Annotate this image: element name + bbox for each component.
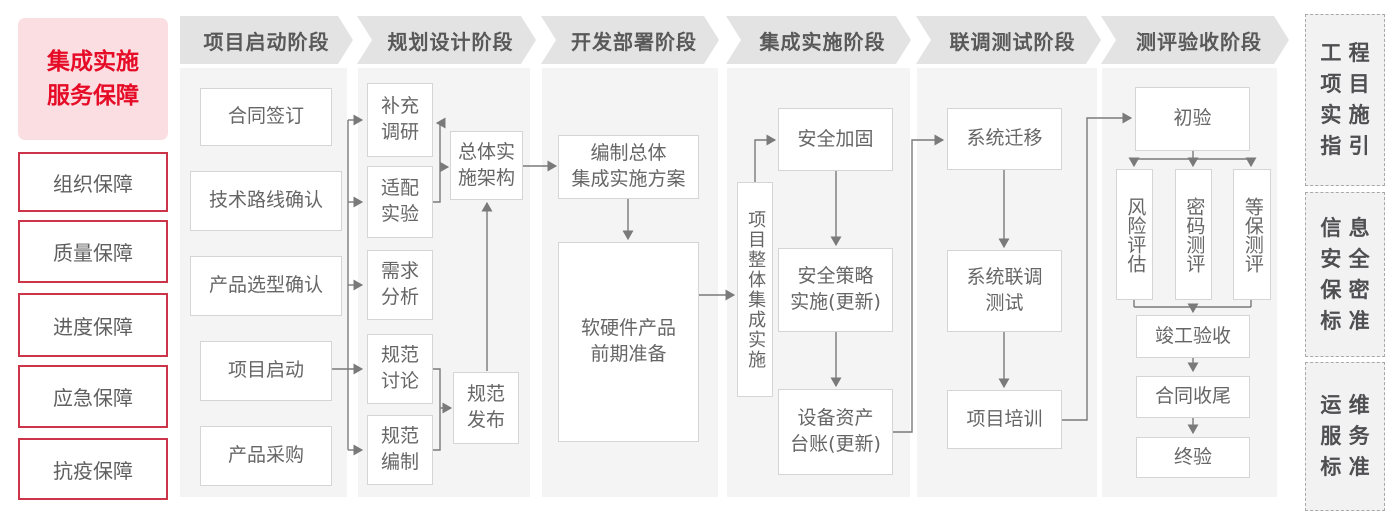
phase-banner-development-deployment: 开发部署阶段 bbox=[541, 16, 719, 64]
sidebar-item-quality-guarantee: 质量保障 bbox=[18, 220, 168, 283]
flow-node-security-hardening: 安全加固 bbox=[778, 108, 893, 171]
card-project-implementation-guide: 工 程 项 目 实 施 指 引 bbox=[1305, 14, 1385, 186]
flow-node-spec-release: 规范 发布 bbox=[453, 372, 519, 444]
sidebar-item-organization-guarantee: 组织保障 bbox=[18, 152, 168, 212]
flow-node-contract-signing: 合同签订 bbox=[200, 88, 332, 146]
flow-node-security-policy: 安全策略 实施(更新) bbox=[778, 248, 893, 332]
flow-node-hw-sw-preparation: 软硬件产品 前期准备 bbox=[558, 242, 699, 442]
card-infosec-confidentiality-standard: 信 息 安 全 保 密 标 准 bbox=[1305, 192, 1385, 357]
flow-node-final-acceptance: 终验 bbox=[1136, 437, 1250, 478]
phase-banner-project-initiation: 项目启动阶段 bbox=[180, 16, 353, 64]
sidebar-item-schedule-guarantee: 进度保障 bbox=[18, 293, 168, 357]
sidebar-item-epidemic-guarantee: 抗疫保障 bbox=[18, 438, 168, 500]
flow-node-adaptation-test: 适配 实验 bbox=[367, 166, 433, 238]
flow-node-supplementary-research: 补充 调研 bbox=[367, 83, 433, 157]
flow-node-spec-discussion: 规范 讨论 bbox=[367, 334, 433, 404]
flow-node-project-training: 项目培训 bbox=[947, 390, 1062, 449]
flow-node-joint-debugging: 系统联调 测试 bbox=[947, 250, 1062, 332]
flow-node-tech-route-confirm: 技术路线确认 bbox=[190, 171, 342, 231]
flow-node-project-kickoff: 项目启动 bbox=[200, 341, 332, 401]
phase-banner-planning-design: 规划设计阶段 bbox=[357, 16, 536, 64]
flow-node-overall-architecture: 总体实 施架构 bbox=[450, 131, 523, 200]
flow-node-overall-plan: 编制总体 集成实施方案 bbox=[558, 135, 699, 199]
flow-node-spec-drafting: 规范 编制 bbox=[367, 415, 433, 485]
program-title-card: 集成实施 服务保障 bbox=[18, 18, 168, 140]
flow-node-completion-acceptance: 竣工验收 bbox=[1136, 315, 1250, 358]
flow-node-requirement-analysis: 需求 分析 bbox=[367, 250, 433, 320]
flow-node-asset-ledger: 设备资产 台账(更新) bbox=[778, 389, 893, 475]
flow-node-crypto-evaluation: 密码测评 bbox=[1175, 169, 1212, 300]
flow-node-initial-acceptance: 初验 bbox=[1135, 87, 1250, 151]
flow-node-overall-integration: 项目整体集成实施 bbox=[737, 182, 773, 397]
phase-banner-joint-testing: 联调测试阶段 bbox=[916, 16, 1101, 64]
card-om-service-standard: 运 维 服 务 标 准 bbox=[1305, 362, 1385, 511]
flow-node-risk-assessment: 风险评估 bbox=[1116, 169, 1153, 300]
phase-banner-integration-implementation: 集成实施阶段 bbox=[726, 16, 911, 64]
sidebar-item-emergency-guarantee: 应急保障 bbox=[18, 365, 168, 428]
flow-node-contract-closure: 合同收尾 bbox=[1136, 376, 1250, 418]
phase-banner-evaluation-acceptance: 测评验收阶段 bbox=[1101, 16, 1289, 64]
flow-node-product-selection-confirm: 产品选型确认 bbox=[190, 256, 342, 316]
flow-node-system-migration: 系统迁移 bbox=[947, 108, 1062, 170]
flow-node-product-procurement: 产品采购 bbox=[200, 426, 332, 486]
flow-node-mlps-evaluation: 等保测评 bbox=[1233, 169, 1271, 300]
